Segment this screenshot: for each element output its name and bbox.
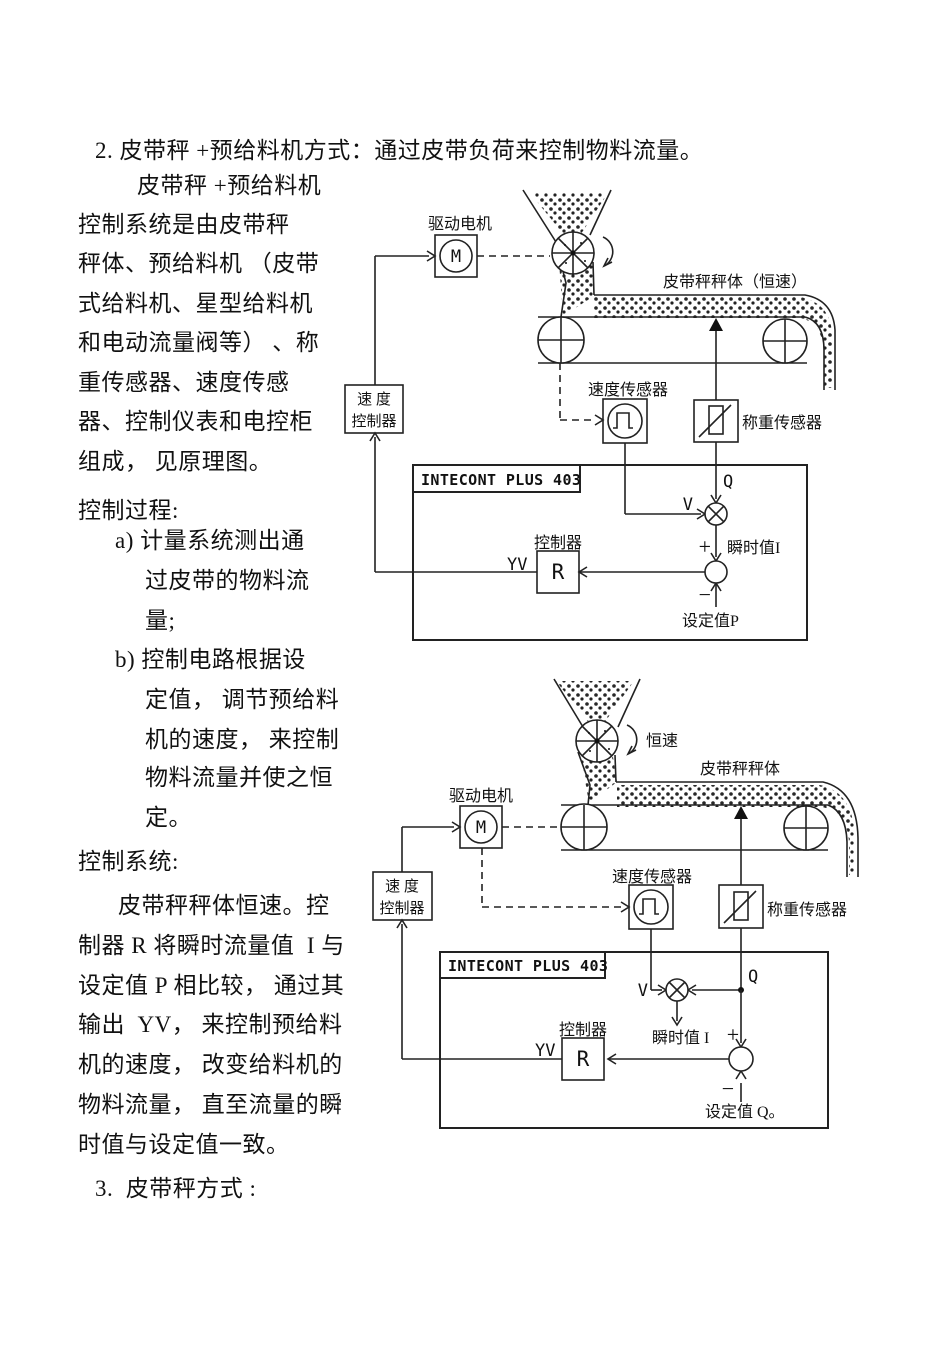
- body-text-line: 和电动流量阀等） 、称: [78, 330, 320, 355]
- controller-symbol: R: [577, 1047, 590, 1071]
- q-label: Q: [723, 472, 733, 492]
- belt-conveyor: [537, 316, 808, 364]
- body-text-line: 式给料机、星型给料机: [78, 291, 313, 316]
- plus-sign: +: [699, 534, 711, 559]
- body-text-line: 皮带秤秤体恒速。控: [118, 893, 330, 918]
- load-arrow: [709, 318, 723, 400]
- scale-body-label: 皮带秤秤体（恒速）: [663, 273, 807, 291]
- body-text-line: 过皮带的物料流: [145, 568, 310, 593]
- weight-sensor-box: [718, 884, 764, 929]
- v-label: V: [638, 981, 648, 1001]
- material-stream: [556, 681, 855, 875]
- body-text-line: 控制过程:: [78, 498, 179, 523]
- diagram-belt-scale-prefeeder-1: 驱动电机 M 皮带秤秤体（恒速）: [344, 189, 836, 641]
- setpoint-label: 设定值P: [682, 612, 739, 630]
- multiplier-node: [665, 978, 689, 1002]
- weight-sensor-box: [693, 399, 739, 443]
- motor-to-speed-sensor-dashed-line: [481, 848, 631, 913]
- signal-lines: [606, 928, 747, 1102]
- intecont-box: INTECONT PLUS 403: [439, 951, 829, 1129]
- speed-controller-box: 速 度 控制器: [344, 384, 404, 434]
- body-text-line: 控制系统是由皮带秤: [78, 212, 290, 237]
- feedback-lines: [396, 821, 562, 1060]
- minus-sign: −: [699, 582, 711, 607]
- belt-conveyor: [560, 803, 829, 851]
- body-text-line: 设定值 P 相比较， 通过其: [78, 973, 345, 998]
- body-text-line: 秤体、预给料机 （皮带: [78, 251, 320, 276]
- speed-sensor-label: 速度传感器: [612, 868, 692, 886]
- pulse-icon: [639, 898, 659, 915]
- body-text-line: 皮带秤 +预给料机: [137, 173, 322, 198]
- body-text-line: 输出 YV， 来控制预给料: [78, 1012, 343, 1037]
- minus-sign: −: [722, 1076, 734, 1101]
- speed-sensor-box: [602, 398, 648, 444]
- instant-value-label: 瞬时值 I: [652, 1029, 709, 1047]
- weight-sensor-label: 称重传感器: [742, 414, 822, 432]
- body-text-line: b) 控制电路根据设: [115, 647, 306, 672]
- summing-node: [704, 560, 728, 584]
- body-text-line: 机的速度， 改变给料机的: [78, 1052, 343, 1077]
- yv-label: YV: [507, 555, 527, 575]
- controller-r-box: R: [536, 550, 580, 594]
- motor-box: M: [459, 805, 503, 849]
- rotation-arrow-icon: [626, 724, 638, 756]
- pulse-icon: [613, 412, 633, 429]
- speed-sensor-label: 速度传感器: [588, 381, 668, 399]
- yv-label: YV: [535, 1041, 555, 1061]
- speed-controller-label-1: 速 度: [385, 878, 419, 895]
- body-text-line: 物料流量并使之恒: [145, 765, 333, 790]
- body-text-line: 重传感器、速度传感: [78, 370, 290, 395]
- intecont-title: INTECONT PLUS 403: [421, 471, 581, 489]
- hopper: [522, 189, 836, 390]
- body-text-line: 定。: [145, 805, 192, 830]
- plus-sign: +: [727, 1022, 739, 1047]
- instant-value-label: 瞬时值I: [727, 539, 780, 557]
- speed-controller-box: 速 度 控制器: [372, 871, 433, 921]
- scale-body-label: 皮带秤秤体: [700, 760, 780, 778]
- intecont-box: INTECONT PLUS 403: [412, 464, 808, 641]
- body-text-line: 物料流量， 直至流量的瞬: [78, 1092, 343, 1117]
- body-text-line: 控制系统:: [78, 849, 179, 874]
- constant-speed-label: 恒速: [646, 732, 678, 750]
- speed-controller-label-1: 速 度: [357, 391, 391, 408]
- intecont-title: INTECONT PLUS 403: [448, 957, 608, 975]
- body-text-line: 制器 R 将瞬时流量值 I 与: [78, 933, 345, 958]
- body-text-line: a) 计量系统测出通: [115, 528, 305, 553]
- setpoint-label: 设定值 Q。: [705, 1103, 785, 1121]
- motor-label: 驱动电机: [428, 215, 492, 233]
- motor-symbol: M: [476, 818, 486, 838]
- multiplier-node: [704, 502, 728, 526]
- hopper: [553, 678, 859, 877]
- star-feeder-icon: [551, 231, 595, 275]
- body-text-line: 定值， 调节预给料: [145, 687, 340, 712]
- diagram-belt-scale-2: 恒速 皮带秤秤体 驱动电机 M: [372, 678, 859, 1129]
- rotation-arrow-icon: [602, 236, 614, 268]
- weight-sensor-label: 称重传感器: [767, 901, 847, 919]
- speed-sensor-box: [628, 884, 674, 930]
- motor-symbol: M: [451, 247, 461, 267]
- section-heading: 2. 皮带秤 +预给料机方式：通过皮带负荷来控制物料流量。: [95, 138, 704, 163]
- controller-r-box: R: [561, 1037, 605, 1081]
- controller-symbol: R: [552, 560, 565, 584]
- body-text-line: 时值与设定值一致。: [78, 1132, 290, 1157]
- motor-label: 驱动电机: [449, 787, 513, 805]
- body-text-line: 机的速度， 来控制: [145, 727, 340, 752]
- q-label: Q: [748, 967, 758, 987]
- controller-label: 控制器: [534, 534, 582, 552]
- feedback-lines: [369, 250, 537, 573]
- motor-box: M: [434, 234, 478, 278]
- controller-label: 控制器: [559, 1021, 607, 1039]
- load-arrow: [734, 806, 748, 885]
- star-feeder-icon: [575, 719, 619, 763]
- body-text-line: 量;: [145, 608, 176, 633]
- body-text-line: 器、控制仪表和电控柜: [78, 409, 313, 434]
- speed-controller-label-2: 控制器: [379, 900, 424, 917]
- body-text-line: 组成， 见原理图。: [78, 449, 273, 474]
- summing-node: [728, 1046, 754, 1072]
- speed-controller-label-2: 控制器: [351, 413, 396, 430]
- body-text-line: 3. 皮带秤方式 :: [95, 1176, 257, 1201]
- v-label: V: [683, 495, 693, 515]
